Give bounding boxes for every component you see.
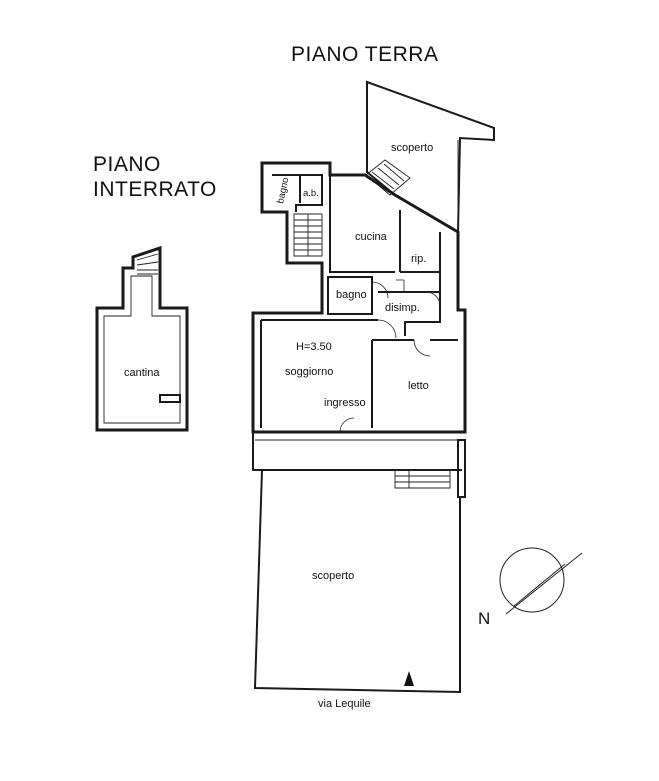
room-label-ingresso: ingresso (324, 397, 366, 409)
room-label-scoperto-top: scoperto (391, 142, 433, 154)
upper-terrace-outline (366, 80, 495, 234)
terrace-steps (365, 159, 411, 196)
basement-plan: cantina (95, 245, 189, 432)
bathroom-door-swing (371, 281, 389, 299)
hallway-door-mark (396, 279, 405, 292)
basement-title-line2: INTERRATO (93, 178, 217, 201)
room-label-soggiorno: soggiorno (285, 366, 333, 378)
basement-stairs (136, 253, 159, 275)
room-label-scoperto-bottom: scoperto (312, 570, 354, 582)
compass-north-label: N (478, 609, 490, 628)
gate-post (457, 439, 466, 498)
ripostiglio-door-swing (424, 291, 441, 307)
lower-garden-outline (253, 469, 461, 694)
main-house: bagno a.b. cucina rip. bagno disimp. (251, 161, 467, 498)
ground-floor-title: PIANO TERRA (291, 43, 438, 66)
internal-stairs (293, 213, 323, 257)
entrance-door-swing (339, 417, 355, 433)
house-outer-wall (251, 161, 467, 434)
room-label-bagno: bagno (336, 289, 367, 301)
room-label-disimp: disimp. (385, 302, 420, 314)
cantina-niche (159, 394, 181, 403)
basement-title-line1: PIANO (93, 153, 161, 176)
living-door-swing (377, 319, 397, 339)
room-label-cucina: cucina (355, 231, 388, 243)
small-bathroom-walls (272, 174, 323, 212)
entrance-arrow-icon (404, 671, 414, 686)
upper-terrace: scoperto (365, 80, 495, 234)
room-label-height: H=3.50 (296, 341, 332, 353)
front-steps (394, 469, 451, 489)
cantina-outline (95, 245, 189, 432)
lower-garden: scoperto (253, 469, 461, 694)
bedroom-door-swing (413, 339, 431, 357)
room-label-ab: a.b. (303, 188, 319, 199)
room-label-bagno-small: bagno (275, 176, 291, 204)
room-label-rip: rip. (411, 253, 426, 265)
room-label-cantina: cantina (124, 367, 160, 379)
cantina-inner-wall (103, 275, 181, 424)
bathroom-walls (327, 276, 373, 315)
hallway-walls (378, 291, 441, 336)
porch-outline (252, 432, 462, 471)
compass-icon (499, 547, 583, 615)
kitchen-walls (329, 175, 395, 273)
room-label-letto: letto (408, 380, 429, 392)
street-label: via Lequile (318, 698, 371, 710)
